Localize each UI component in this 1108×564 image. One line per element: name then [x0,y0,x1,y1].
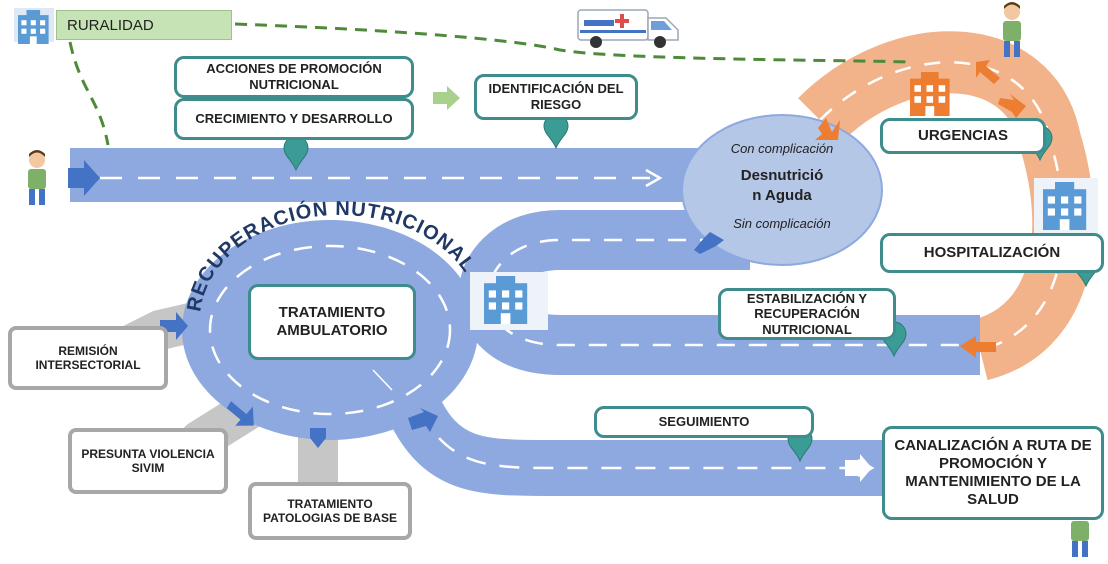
base-pathologies-box: TRATAMIENTO PATOLOGIAS DE BASE [248,482,412,540]
risk-identification-box: IDENTIFICACIÓN DEL RIESGO [474,74,638,120]
promotion-actions-box: ACCIONES DE PROMOCIÓN NUTRICIONAL [174,56,414,98]
emergencies-box: URGENCIAS [880,118,1046,154]
rurality-label: RURALIDAD [56,10,232,40]
arrow-icon [68,60,1026,482]
malnutrition-title-line1: Desnutrició [740,167,824,184]
malnutrition-title: Desnutrició n Aguda [696,166,868,205]
follow-up-box: SEGUIMIENTO [594,406,814,438]
without-complication-label: Sin complicación [733,216,831,231]
intersectoral-referral-box: REMISIÓN INTERSECTORIAL [8,326,168,390]
rurality-paths [68,22,911,146]
malnutrition-title-line2: n Aguda [752,186,812,204]
growth-box: CRECIMIENTO Y DESARROLLO [174,98,414,140]
main-road [70,148,730,202]
hospital-icon [470,272,548,330]
malnutrition-oval [681,114,883,266]
person-icon [28,150,46,205]
channeling-box: CANALIZACIÓN A RUTA DE PROMOCIÓN Y MANTE… [882,426,1104,520]
violence-box: PRESUNTA VIOLENCIA SIVIM [68,428,228,494]
stabilization-box: ESTABILIZACIÓN Y RECUPERACIÓN NUTRICIONA… [718,288,896,340]
ambulance-icon [577,9,679,48]
hospital-icon [14,8,54,44]
outpatient-treatment-box: TRATAMIENTO AMBULATORIO [248,284,416,360]
hospitalization-box: HOSPITALIZACIÓN [880,233,1104,273]
with-complication-label: Con complicación [730,141,834,156]
hospital-icon [1034,178,1098,238]
